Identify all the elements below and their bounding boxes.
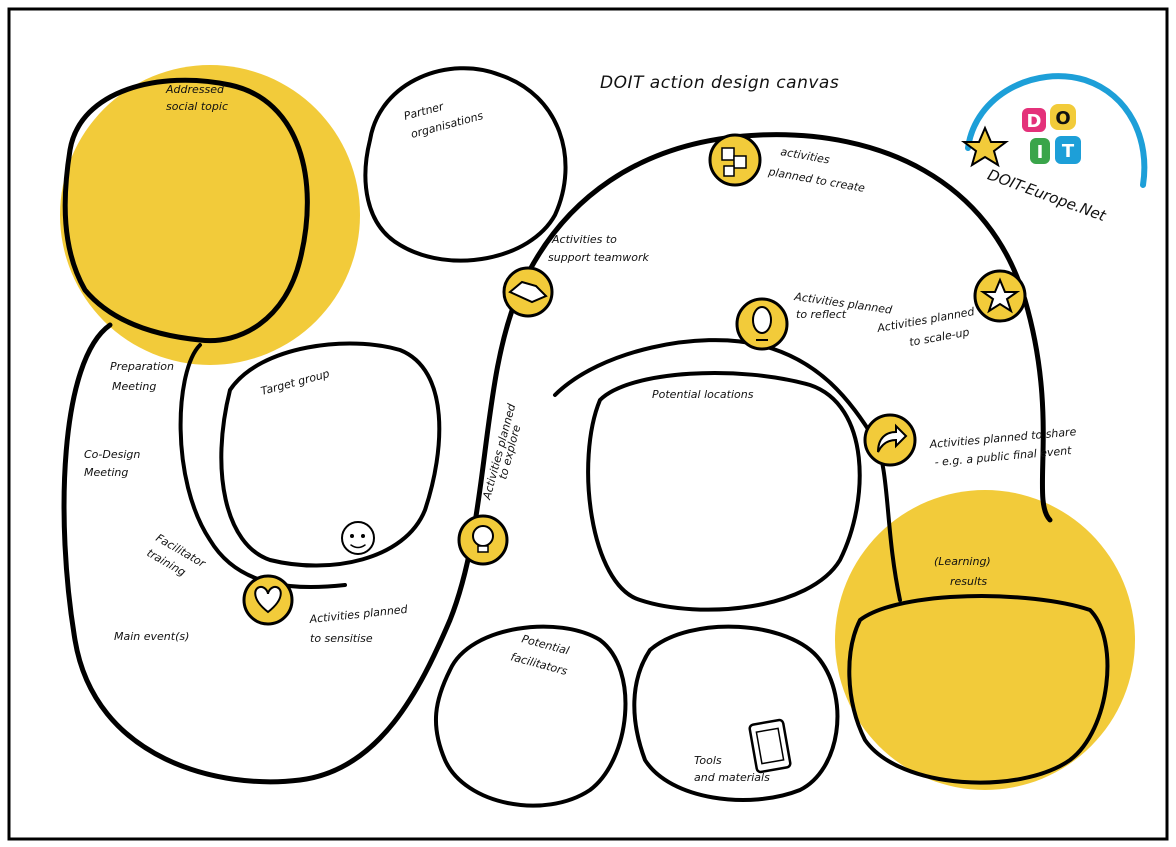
create-node bbox=[708, 133, 762, 187]
logo-letter-o-text: O bbox=[1055, 108, 1070, 129]
social-topic-outline bbox=[62, 77, 310, 344]
teamwork-node bbox=[502, 266, 554, 318]
main-event-label: Main event(s) bbox=[114, 630, 189, 643]
locations-outline bbox=[586, 371, 862, 612]
tools-label-2: and materials bbox=[694, 771, 770, 784]
main-path bbox=[61, 132, 1053, 785]
logo-letter-t-text: T bbox=[1062, 141, 1075, 162]
heart-icon bbox=[254, 586, 282, 614]
social-topic-fill bbox=[60, 65, 360, 365]
reflect-node bbox=[735, 297, 789, 351]
results-label-1: (Learning) bbox=[934, 555, 991, 568]
results-label-2: results bbox=[950, 575, 987, 588]
facilitators-outline bbox=[433, 624, 628, 808]
partner-outline bbox=[363, 66, 568, 263]
potential-locations-label: Potential locations bbox=[652, 388, 754, 401]
child-face-icon bbox=[341, 521, 375, 555]
star-icon bbox=[979, 277, 1021, 314]
scaleup-node bbox=[973, 269, 1027, 323]
blocks-icon bbox=[721, 147, 735, 161]
logo-letter-i-text: I bbox=[1037, 142, 1044, 163]
target-group-outline bbox=[219, 341, 442, 568]
results-fill bbox=[835, 490, 1135, 790]
tools-label-1: Tools bbox=[694, 754, 722, 767]
share-arrow-icon bbox=[877, 423, 908, 453]
canvas-title: DOIT action design canvas bbox=[600, 73, 839, 93]
preparation-label-1: Preparation bbox=[110, 360, 174, 373]
logo-letter-t bbox=[1055, 136, 1081, 164]
inner-loop bbox=[178, 343, 347, 590]
sensitise-label-2: to sensitise bbox=[310, 632, 373, 645]
tools-outline bbox=[632, 624, 840, 802]
logo-letter-o bbox=[1050, 104, 1076, 130]
lightbulb-icon bbox=[472, 525, 494, 547]
codesign-label-1: Co-Design bbox=[84, 448, 140, 461]
logo-letter-d-text: D bbox=[1027, 111, 1042, 132]
reflect-label-2: to reflect bbox=[796, 308, 847, 321]
handshake-icon bbox=[508, 280, 548, 304]
codesign-label-2: Meeting bbox=[84, 466, 128, 479]
mirror-icon bbox=[752, 306, 772, 334]
tablet-icon bbox=[748, 718, 792, 774]
explore-node bbox=[457, 514, 509, 566]
social-topic-label-1: Addressed bbox=[165, 83, 225, 96]
logo-letter-i bbox=[1030, 138, 1050, 164]
share-node bbox=[863, 413, 917, 467]
logo-letter-d bbox=[1022, 108, 1046, 132]
logo-star-icon bbox=[961, 125, 1009, 168]
social-topic-label-2: social topic bbox=[166, 100, 228, 113]
teamwork-label-2: support teamwork bbox=[548, 251, 650, 264]
logo-arc bbox=[965, 73, 1148, 188]
teamwork-label-1: Activities to bbox=[551, 233, 617, 246]
sensitise-node bbox=[242, 574, 294, 626]
preparation-label-2: Meeting bbox=[112, 380, 156, 393]
reflect-share-path bbox=[553, 338, 902, 602]
results-outline bbox=[847, 594, 1110, 785]
